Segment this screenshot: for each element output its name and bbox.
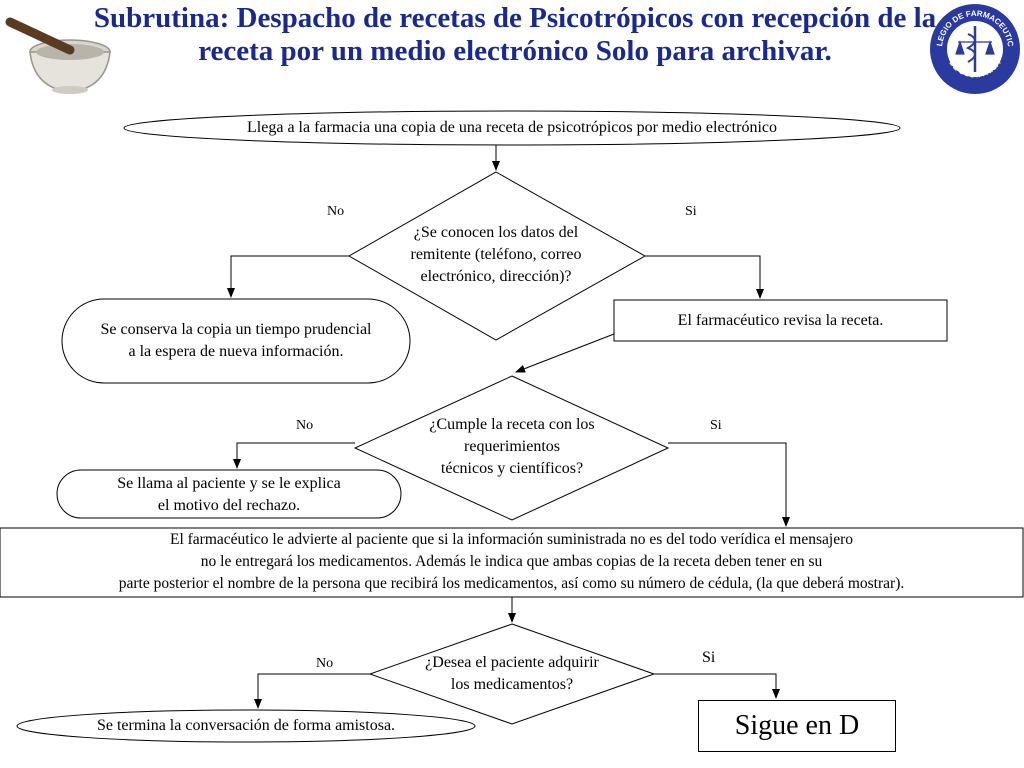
decision-requisitos-line: ¿Cumple la receta con los bbox=[429, 416, 595, 433]
decision-requisitos-line: técnicos y científicos? bbox=[440, 460, 584, 477]
d3-no-label: No bbox=[316, 656, 334, 671]
call-patient-text: Se llama al paciente y se le explica el … bbox=[57, 473, 401, 517]
decision-adquirir-text: ¿Desea el paciente adquirir los medicame… bbox=[392, 652, 632, 696]
d1-si-label: Si bbox=[685, 204, 697, 219]
decision-remitente bbox=[347, 171, 647, 341]
decision-adquirir bbox=[368, 623, 656, 725]
d1-no-label: No bbox=[327, 204, 345, 219]
page-title: Subrutina: Despacho de recetas de Psicot… bbox=[93, 2, 937, 67]
review-text: El farmacéutico revisa la receta. bbox=[677, 312, 884, 329]
decision-remitente-text: ¿Se conocen los datos del remitente (tel… bbox=[366, 222, 626, 288]
decision-adquirir-line: ¿Desea el paciente adquirir bbox=[425, 654, 599, 671]
connector-d1-si bbox=[645, 255, 764, 299]
review-process bbox=[613, 299, 948, 342]
warn-line: parte posterior el nombre de la persona … bbox=[118, 575, 905, 592]
start-text: Llega a la farmacia una copia de una rec… bbox=[247, 119, 777, 136]
connector-review-d2 bbox=[515, 333, 615, 373]
decision-requisitos-line: requerimientos bbox=[464, 438, 560, 455]
call-patient-terminal bbox=[56, 469, 402, 519]
keep-copy-line: Se conserva la copia un tiempo prudencia… bbox=[100, 321, 372, 338]
connector-d3-no bbox=[254, 673, 370, 709]
decision-adquirir-line: los medicamentos? bbox=[450, 676, 574, 693]
decision-remitente-line: ¿Se conocen los datos del bbox=[413, 224, 579, 241]
d2-no-label: No bbox=[296, 418, 314, 433]
warn-text: El farmacéutico le advierte al paciente … bbox=[0, 529, 1023, 595]
keep-copy-line: a la espera de nueva información. bbox=[128, 343, 344, 360]
warn-process bbox=[0, 527, 1024, 598]
d2-si-label: Si bbox=[710, 418, 722, 433]
keep-copy-text: Se conserva la copia un tiempo prudencia… bbox=[62, 319, 410, 363]
d3-si-label: Si bbox=[702, 649, 716, 666]
colegio-seal-logo: COLEGIO DE FARMACEUTICOS DE COSTA RICA bbox=[928, 2, 1020, 94]
warn-line: no le entregará los medicamentos. Además… bbox=[200, 553, 823, 570]
call-patient-line: el motivo del rechazo. bbox=[157, 497, 301, 514]
decision-requisitos bbox=[353, 375, 670, 521]
end-text: Se termina la conversación de forma amis… bbox=[96, 717, 396, 734]
connector-d2-no bbox=[233, 442, 355, 469]
warn-line: El farmacéutico le advierte al paciente … bbox=[169, 531, 854, 548]
start-terminal bbox=[123, 110, 901, 146]
connector-d2-si bbox=[668, 442, 790, 527]
connector-d1-no bbox=[227, 255, 349, 298]
call-patient-line: Se llama al paciente y se le explica bbox=[117, 475, 341, 492]
keep-copy-terminal bbox=[61, 298, 411, 384]
decision-remitente-line: electrónico, dirección)? bbox=[420, 268, 572, 285]
connector-d3-si bbox=[654, 673, 780, 699]
end-terminal bbox=[16, 709, 476, 743]
decision-requisitos-text: ¿Cumple la receta con los requerimientos… bbox=[382, 414, 642, 480]
continue-d-box: Sigue en D bbox=[698, 700, 896, 752]
decision-remitente-line: remitente (teléfono, correo bbox=[410, 246, 582, 263]
mortar-pestle-logo bbox=[5, 17, 111, 94]
